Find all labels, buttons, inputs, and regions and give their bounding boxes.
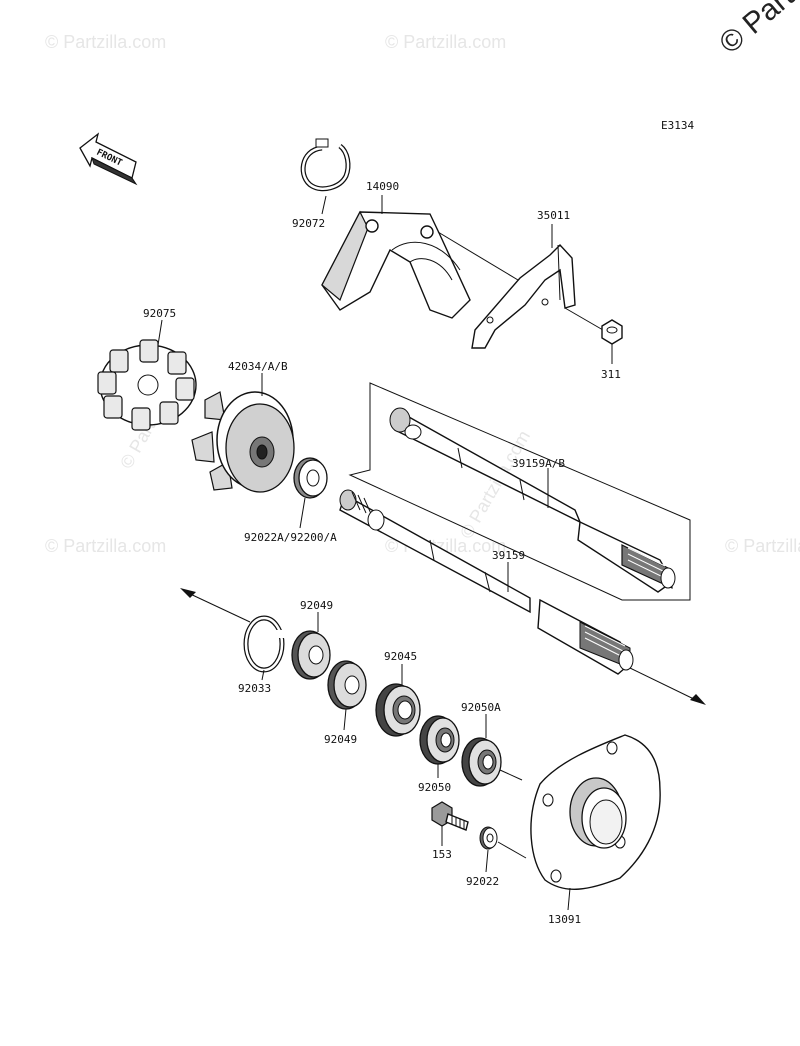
housing-13091: [530, 734, 661, 890]
watermark-corner: © Partz: [713, 0, 800, 60]
part-label: 92033: [238, 682, 271, 695]
part-label: 92072: [292, 217, 325, 230]
part-label: 39159: [492, 549, 525, 562]
part-label: 42034/A/B: [228, 360, 288, 373]
part-label: 92045: [384, 650, 417, 663]
watermark-text: © Partzilla.com: [725, 536, 800, 556]
part-label: 14090: [366, 180, 399, 193]
part-label: 311: [601, 368, 621, 381]
circlip-92033: [243, 615, 285, 673]
impeller-42034: [191, 391, 295, 493]
part-label: 39159A/B: [512, 457, 565, 470]
watermark-text: © Partzilla.com: [385, 32, 506, 52]
washer-92022a: [293, 457, 328, 499]
watermark-text: © Partzilla.com: [45, 536, 166, 556]
circlip-92072: [300, 138, 351, 192]
coupler-92075: [97, 339, 197, 431]
bearing-92050: [419, 715, 460, 765]
part-label: 153: [432, 848, 452, 861]
part-label: 92022A/92200/A: [244, 531, 337, 544]
part-label: 92050A: [461, 701, 501, 714]
part-label: 13091: [548, 913, 581, 926]
front-arrow-icon: FRONT: [79, 132, 138, 186]
nut-311: [601, 319, 623, 345]
seal-92049-b: [327, 660, 367, 710]
shaft-box-39159ab: [348, 382, 691, 601]
bracket-35011: [471, 243, 576, 349]
part-label: 35011: [537, 209, 570, 222]
bolt-153: [431, 801, 469, 831]
part-label: 92049: [300, 599, 333, 612]
cover-14090: [321, 210, 471, 319]
bearing-92050a: [461, 737, 502, 787]
part-label: 92022: [466, 875, 499, 888]
part-label: 92050: [418, 781, 451, 794]
seal-92049-a: [291, 630, 331, 680]
diagram-code: E3134: [661, 119, 694, 132]
washer-92022: [479, 826, 498, 850]
watermark-text: © Partzilla.com: [45, 32, 166, 52]
shaft-39159: [339, 489, 634, 675]
part-label: 92049: [324, 733, 357, 746]
bearing-92045: [375, 683, 421, 737]
part-label: 92075: [143, 307, 176, 320]
part-labels: 92072 14090 35011 311 92075 42034/A/B 39…: [143, 180, 621, 926]
